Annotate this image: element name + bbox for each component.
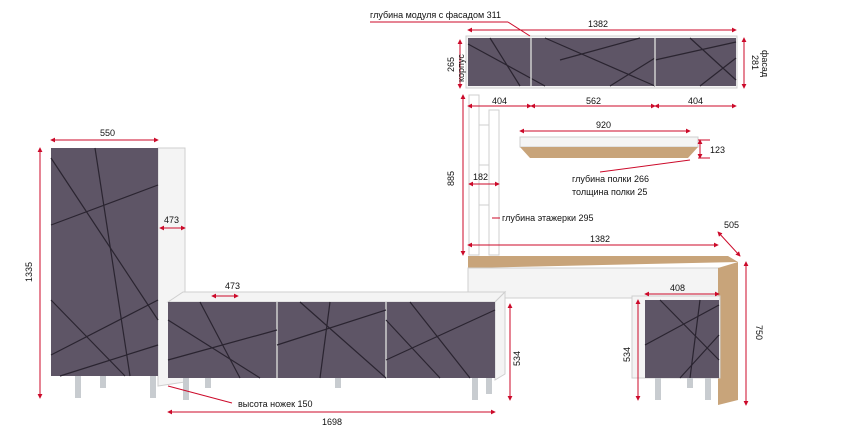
dimension-labels: глубина модуля с фасадом 311 1382 404 56… [24,10,770,427]
top-mid-width-label: 562 [586,96,601,106]
tall-depth-label: 473 [164,215,179,225]
desk-height-label: 750 [754,325,764,340]
pedestal-height-label: 534 [622,347,632,362]
top-right-width-label: 404 [688,96,703,106]
desk-top [468,256,738,268]
rack-step-label: 182 [473,172,488,182]
top-body-height-label: 265 [446,57,456,72]
low-cabinet [166,290,507,400]
low-cabinet-side [494,290,506,381]
top-width-label: 1382 [588,19,608,29]
tall-cabinet-leg [100,376,106,388]
body-word-label: корпус [456,54,466,82]
dimension-lines [37,21,749,415]
rack-depth-note: глубина этажерки 295 [502,213,594,223]
rack-right-post [488,109,500,256]
tall-cabinet-leg [150,376,156,398]
tall-cabinet-leg [75,376,81,398]
pedestal-width-label: 408 [670,283,685,293]
pedestal-leg [687,378,693,388]
low-cabinet-leg [486,378,492,394]
tall-height-label: 1335 [24,262,34,282]
top-depth-note: глубина модуля с фасадом 311 [370,10,501,20]
wall-cabinet [454,35,738,91]
tall-cabinet [50,147,186,398]
low-cabinet-leg [183,378,189,400]
legs-note: высота ножек 150 [238,399,313,409]
top-facade-height-label: 281 [750,55,760,70]
wall-cabinet-facade-lines [467,37,737,87]
pedestal-leg [655,378,661,400]
low-cabinet-leg [472,378,478,400]
tall-cabinet-facade-lines [50,147,159,377]
wall-shelf [519,136,699,158]
pedestal-leg [705,378,711,400]
low-cabinet-leg [335,378,341,388]
rack-height-label: 885 [446,171,456,186]
desk-side-leg [718,262,738,405]
low-depth-label: 473 [225,281,240,291]
rack-left-post [468,94,480,256]
wall-cabinet-facade [468,38,736,86]
pedestal-facade-lines [644,299,720,379]
low-cabinet-top [166,291,507,303]
shelf-thickness-note: толщина полки 25 [572,187,647,197]
low-cabinet-facade-lines [167,301,496,379]
top-left-width-label: 404 [492,96,507,106]
facade-word-label: фасад [760,50,770,78]
tall-width-label: 550 [100,128,115,138]
wall-shelf-front [520,147,698,158]
pedestal [631,295,721,400]
low-width-label: 1698 [322,417,342,427]
desk-depth-label: 505 [724,220,739,230]
desk-width-label: 1382 [590,234,610,244]
low-cabinet-facade [168,302,495,378]
low-cabinet-leg [205,378,211,388]
shelf-height-label: 123 [710,145,725,155]
low-height-label: 534 [512,351,522,366]
shelf-depth-note: глубина полки 266 [572,174,649,184]
shelf-width-label: 920 [596,120,611,130]
wall-shelf-top [519,136,699,148]
